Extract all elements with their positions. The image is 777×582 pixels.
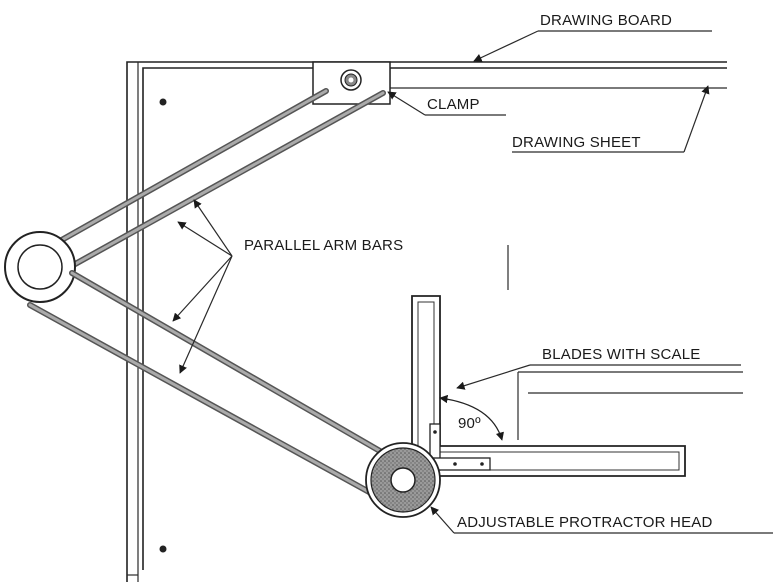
board-dot-bottom bbox=[159, 545, 167, 553]
drawing-board-leader bbox=[473, 30, 712, 62]
angle-label: 90º bbox=[458, 415, 481, 432]
drawing-board-label: DRAWING BOARD bbox=[540, 12, 672, 29]
board-dot-top bbox=[159, 98, 167, 106]
reference-lines bbox=[507, 245, 743, 440]
protractor-head-label: ADJUSTABLE PROTRACTOR HEAD bbox=[457, 514, 713, 531]
angle-arc bbox=[439, 394, 504, 441]
parallel-arm-bars-label: PARALLEL ARM BARS bbox=[244, 237, 403, 254]
protractor-head bbox=[365, 442, 441, 518]
drawing-sheet-label: DRAWING SHEET bbox=[512, 134, 641, 151]
drawing-sheet-leader bbox=[512, 85, 710, 153]
parallel-arm-bars-leaders bbox=[172, 199, 233, 374]
blades-leader bbox=[456, 364, 741, 390]
protractor-head-leader bbox=[430, 506, 773, 534]
blades-label: BLADES WITH SCALE bbox=[542, 346, 700, 363]
drawing-board bbox=[126, 61, 727, 582]
clamp-leader bbox=[387, 91, 506, 116]
clamp-label: CLAMP bbox=[427, 96, 480, 113]
blades-with-scale bbox=[411, 295, 686, 477]
lower-arm-bars bbox=[27, 270, 395, 501]
upper-arm-bars bbox=[9, 88, 386, 271]
elbow-joint bbox=[4, 231, 76, 303]
